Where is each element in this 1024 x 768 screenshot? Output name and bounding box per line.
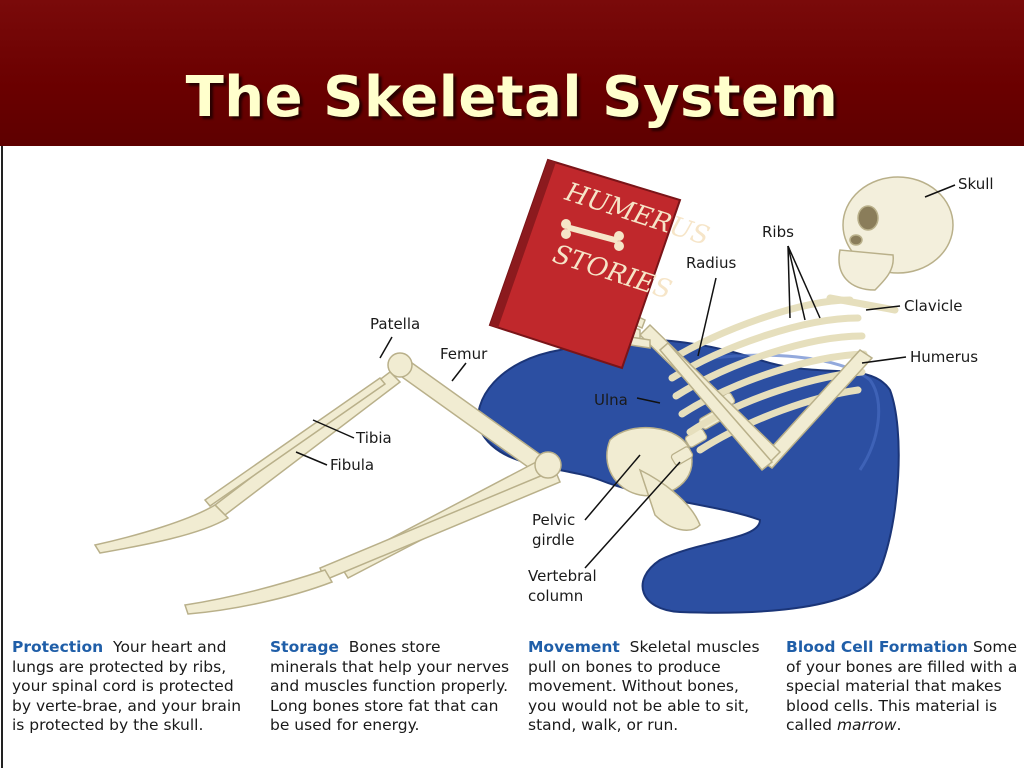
title-bar	[0, 0, 1024, 146]
function-movement: Movement Skeletal muscles pull on bones …	[528, 638, 768, 736]
skull	[838, 176, 954, 291]
function-text: Some of your bones are filled with a spe…	[786, 638, 1018, 735]
label-leader-lines	[295, 184, 956, 569]
label-patella: Patella	[370, 315, 421, 333]
label-humerus: Humerus	[910, 348, 979, 366]
label-vertebral-line2: column	[528, 587, 584, 605]
label-fibula: Fibula	[330, 456, 375, 474]
label-vertebral-column: Vertebral column	[528, 566, 597, 606]
function-emphasis: marrow	[836, 716, 897, 735]
label-vertebral-line1: Vertebral	[528, 567, 597, 585]
label-tibia: Tibia	[356, 429, 392, 447]
book-humerus-stories: HUMERUS STORIES	[488, 158, 713, 370]
function-heading: Storage	[270, 638, 339, 656]
function-text: Skeletal muscles pull on bones to produc…	[528, 638, 760, 735]
label-pelvic-line2: girdle	[532, 531, 575, 549]
pelvic-bones	[606, 427, 701, 531]
panel-left-border	[1, 146, 3, 768]
label-femur: Femur	[440, 345, 488, 363]
label-pelvic-girdle: Pelvic girdle	[532, 510, 575, 550]
label-radius: Radius	[686, 254, 737, 272]
slide-title: The Skeletal System	[185, 65, 839, 130]
label-ribs: Ribs	[762, 223, 794, 241]
function-end: .	[896, 716, 902, 735]
function-heading: Blood Cell Formation	[786, 638, 969, 656]
function-text: Your heart and lungs are protected by ri…	[12, 638, 242, 735]
function-text: Bones store minerals that help your nerv…	[270, 638, 510, 735]
leg-bones	[93, 352, 562, 615]
label-pelvic-line1: Pelvic	[532, 511, 576, 529]
label-skull: Skull	[958, 175, 994, 193]
label-clavicle: Clavicle	[904, 297, 963, 315]
function-heading: Movement	[528, 638, 620, 656]
skeleton-illustration: HUMERUS STORIES	[93, 158, 956, 615]
label-ulna: Ulna	[594, 391, 628, 409]
function-protection: Protection Your heart and lungs are prot…	[12, 638, 252, 736]
function-heading: Protection	[12, 638, 104, 656]
function-blood-cell-formation: Blood Cell Formation Some of your bones …	[786, 638, 1018, 736]
function-storage: Storage Bones store minerals that help y…	[270, 638, 510, 736]
